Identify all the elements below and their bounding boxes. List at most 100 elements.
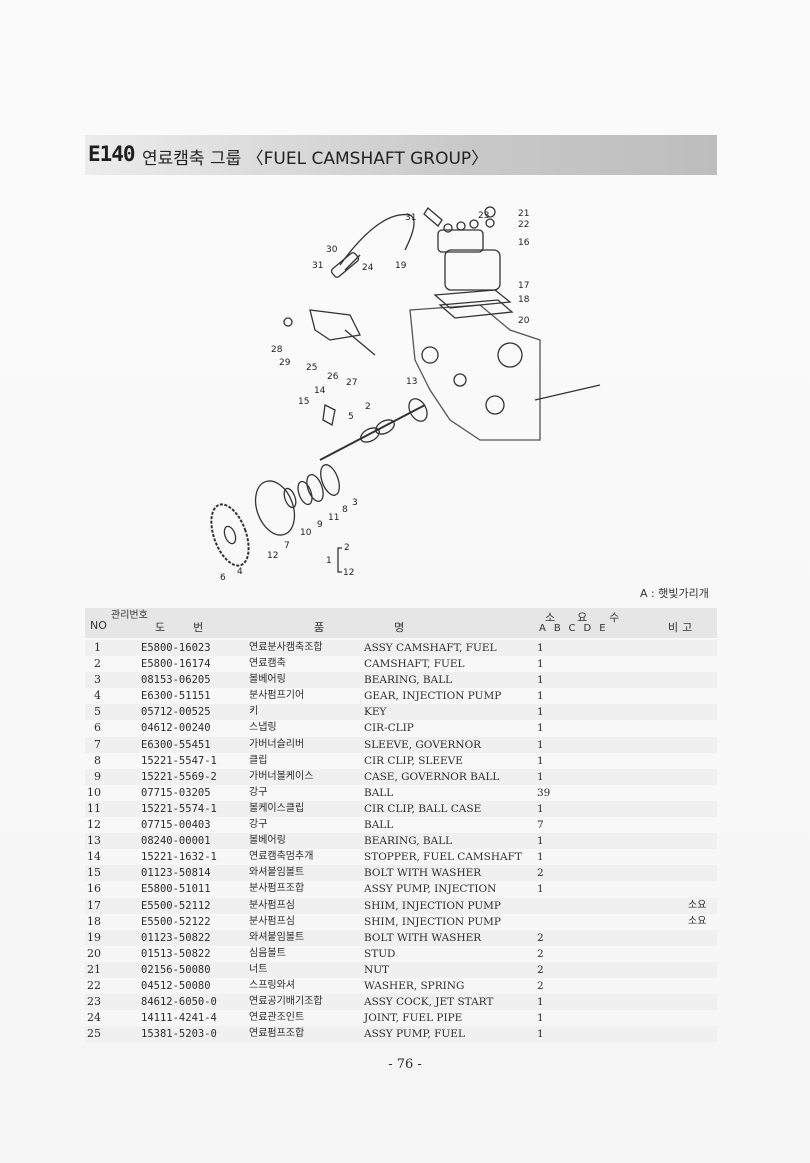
callout-label: 6: [220, 573, 226, 583]
korean-name: 강구: [249, 786, 268, 798]
part-number: 01123-50814: [141, 867, 211, 880]
fuel-pump-fitting: [283, 317, 293, 327]
row-number: 20: [87, 946, 101, 960]
quantity: 1: [537, 722, 544, 735]
callout-label: 14: [314, 386, 326, 396]
header-part-number: 도번: [155, 621, 232, 634]
callout-label: 2: [365, 402, 371, 412]
row-number: 25: [87, 1027, 101, 1041]
header-mgmt-number: 관리번호: [111, 610, 148, 621]
part-number: 84612-6050-0: [141, 996, 217, 1009]
callout-label: 31: [405, 213, 416, 223]
callout-label: 9: [317, 520, 323, 530]
injection-pump-gear-hub: [223, 525, 237, 545]
korean-name: 연료관조인트: [249, 1012, 305, 1024]
header-no: NO: [90, 619, 107, 632]
engine-block-hole: [485, 395, 505, 415]
clip-ring: [306, 473, 324, 503]
fuel-pump: [309, 309, 361, 341]
part-number: E5800-16174: [141, 658, 211, 671]
korean-name: 볼케이스클립: [249, 802, 305, 814]
part-number: 15221-5547-1: [141, 754, 217, 767]
english-name: CIR-CLIP: [364, 722, 414, 735]
header-band: [85, 135, 717, 175]
header-quantity: 소요수: [545, 611, 642, 624]
bearing-ring: [320, 464, 340, 496]
row-number: 23: [87, 995, 101, 1009]
english-name: KEY: [364, 706, 387, 719]
part-number: E6300-51151: [141, 690, 211, 703]
remark: 소요: [688, 915, 707, 927]
part-number: 01513-50822: [141, 947, 211, 960]
row-number: 14: [87, 850, 101, 864]
row-number: 2: [94, 657, 101, 671]
row-number: 16: [87, 882, 101, 896]
engine-block-hole: [453, 373, 467, 387]
exploded-parts-diagram: 23 21 22 16 17 18 20 31 30 31 24 19 28 2…: [210, 206, 601, 583]
callout-label: 1: [326, 556, 332, 566]
quantity: 1: [537, 690, 544, 703]
row-number: 3: [94, 673, 101, 687]
callout-label: 19: [395, 261, 407, 271]
english-name: CIR CLIP, BALL CASE: [364, 802, 482, 815]
korean-name: 연료공기배기조합: [249, 996, 323, 1008]
korean-name: 분사펌프기어: [249, 690, 305, 702]
row-number: 7: [94, 737, 101, 751]
callout-label: 13: [406, 377, 417, 387]
row-number: 4: [94, 689, 101, 703]
korean-name: 분사펌프심: [249, 915, 295, 927]
quantity: 1: [537, 738, 544, 751]
part-number: 08240-00001: [141, 835, 211, 848]
english-name: STOPPER, FUEL CAMSHAFT: [364, 851, 522, 864]
row-number: 10: [87, 785, 101, 799]
part-number: 07715-03205: [141, 786, 211, 799]
english-name: CASE, GOVERNOR BALL: [364, 770, 500, 783]
part-number: 08153-06205: [141, 674, 211, 687]
callout-label: 4: [237, 567, 243, 577]
remark: 소요: [688, 899, 707, 911]
korean-name: 연료캠축: [249, 658, 286, 670]
quantity: 2: [537, 963, 544, 976]
part-number: 15221-5574-1: [141, 802, 217, 815]
row-number: 24: [87, 1011, 101, 1025]
row-number: 1: [94, 641, 101, 654]
page-number: - 76 -: [388, 1057, 422, 1072]
callout-label: 25: [306, 363, 317, 373]
part-number: 15221-1632-1: [141, 851, 217, 864]
header-remark: 비고: [668, 621, 697, 634]
row-number: 9: [94, 769, 101, 783]
quantity: 2: [537, 947, 544, 960]
english-name: JOINT, FUEL PIPE: [364, 1012, 463, 1025]
row-number: 11: [87, 801, 101, 815]
part-number: E6300-55451: [141, 738, 211, 751]
row-number: 13: [87, 834, 101, 848]
fuel-pipe-sleeve: [330, 252, 360, 278]
callout-label: 15: [298, 397, 309, 407]
quantity: 7: [537, 819, 544, 832]
fuel-pump-rod: [344, 329, 376, 356]
part-number: 02156-50080: [141, 963, 211, 976]
part-number: E5800-51011: [141, 883, 211, 896]
quantity: 1: [537, 674, 544, 687]
quantity: 1: [537, 754, 544, 767]
part-number: 15381-5203-0: [141, 1028, 217, 1041]
part-number: 07715-00403: [141, 819, 211, 832]
row-number: 8: [94, 753, 101, 767]
part-number: 04512-50080: [141, 979, 211, 992]
injection-pump-top: [437, 229, 484, 253]
korean-name: 와셔붙임볼트: [249, 867, 305, 879]
callout-label: 23: [478, 211, 489, 221]
header-part-name: 품명: [314, 621, 475, 634]
jet-start-cock: [423, 207, 443, 227]
quantity: 1: [537, 706, 544, 719]
